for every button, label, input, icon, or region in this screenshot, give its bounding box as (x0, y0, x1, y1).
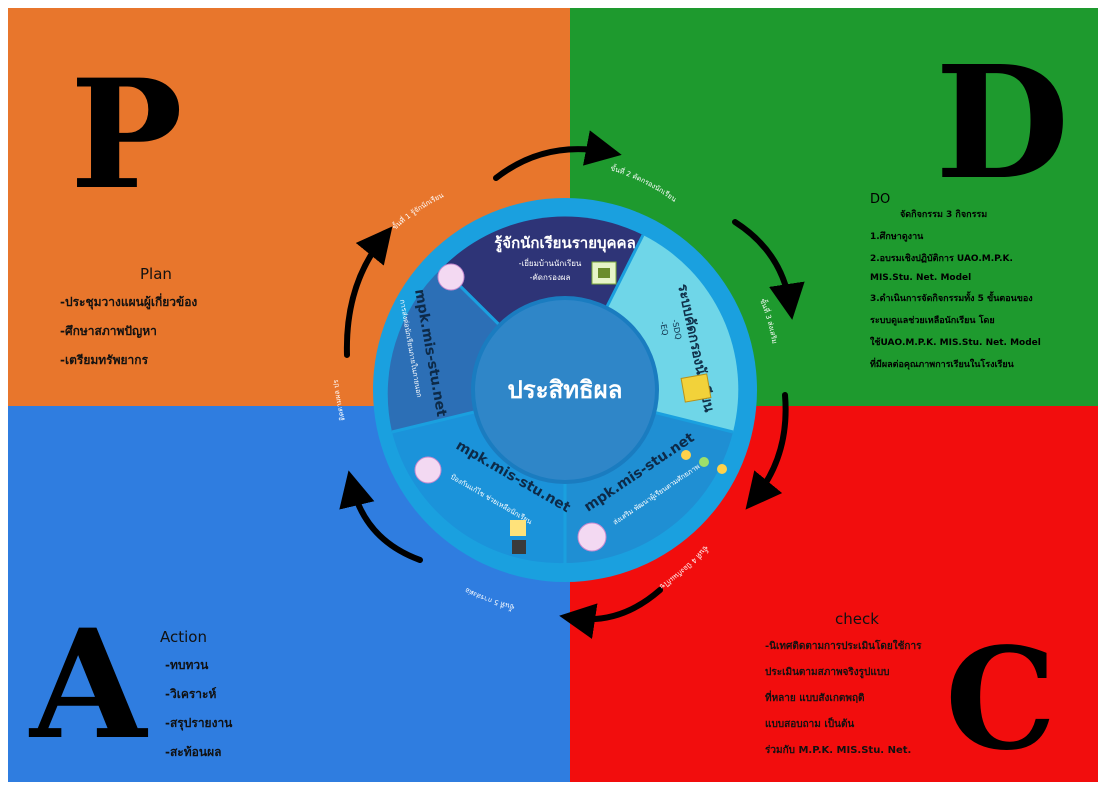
help-icon (414, 456, 442, 484)
do-item: MIS.Stu. Net. Model (870, 273, 972, 283)
plan-item: -เตรียมทรัพยากร (60, 353, 149, 367)
do-item: ที่มีผลต่อคุณภาพการเรียนในโรงเรียน (870, 360, 1014, 370)
action-item: -วิเคราะห์ (165, 687, 217, 701)
students-icon (577, 522, 607, 552)
check-text-block: check -นิเทศติดตามการประเมินโดยใช้การ ปร… (765, 610, 921, 758)
do-item: 3.ดำเนินการจัดกิจกรรมทั้ง 5 ขั้นตอนของ (870, 294, 1033, 304)
qr-inner (598, 268, 610, 278)
do-title: DO (870, 192, 891, 207)
segment-right-sub2: -EQ (658, 321, 670, 337)
letter-a: A (30, 597, 147, 773)
do-item: 1.ศึกษาดูงาน (870, 232, 924, 242)
check-title: check (835, 610, 879, 628)
arrow-action-up (339, 470, 423, 563)
do-item: ใช้UAO.M.P.K. MIS.Stu. Net. Model (870, 338, 1041, 348)
check-item: แบบสอบถาม เป็นต้น (765, 719, 855, 730)
action-item: -สรุปรายงาน (165, 716, 233, 730)
plan-title: Plan (140, 265, 172, 283)
star-icon (681, 450, 691, 460)
cycle-arrows (339, 130, 805, 639)
ring-label-step5: ขั้นที่ 5 การส่งต่อ (464, 586, 516, 614)
action-text-block: Action -ทบทวน -วิเคราะห์ -สรุปรายงาน -สะ… (160, 628, 232, 762)
arrow-action-to-plan (343, 226, 393, 358)
do-item: จัดกิจกรรม 3 กิจกรรม (900, 210, 988, 220)
arrow-do-right (732, 219, 805, 320)
check-item: ร่วมกับ M.P.K. MIS.Stu. Net. (765, 745, 912, 756)
segment-top-sub1: -เยี่ยมบ้านนักเรียน (519, 257, 582, 268)
action-item: -ทบทวน (165, 658, 209, 672)
ring-label-followup: ติดตามผล ประเมินผล (0, 0, 347, 422)
letter-c: C (945, 618, 1057, 782)
star-icon (699, 457, 709, 467)
do-item: 2.อบรมเชิงปฏิบัติการ UAO.M.P.K. (870, 254, 1013, 264)
segment-top-title: รู้จักนักเรียนรายบุคคล (494, 234, 636, 253)
arrow-plan-to-do (493, 130, 622, 181)
center-circle (471, 296, 659, 484)
arrow-do-to-check (745, 392, 789, 510)
arrow-check-to-action (559, 587, 663, 639)
do-text-block: DO จัดกิจกรรม 3 กิจกรรม 1.ศึกษาดูงาน 2.อ… (870, 192, 1041, 371)
action-item: -สะท้อนผล (165, 745, 222, 759)
ring-label-step2: ขั้นที่ 2 คัดกรองนักเรียน (609, 161, 678, 203)
check-item: ประเมินตามสภาพจริงรูปแบบ (765, 667, 890, 678)
plan-item: -ศึกษาสภาพปัญหา (60, 324, 157, 338)
sticker-icon (510, 520, 526, 536)
plan-item: -ประชุมวางแผนผู้เกี่ยวข้อง (60, 295, 198, 309)
plan-text-block: Plan -ประชุมวางแผนผู้เกี่ยวข้อง -ศึกษาสภ… (60, 265, 197, 370)
forward-icon (437, 263, 465, 291)
checklist-icon (680, 373, 712, 403)
ring-label-step3: ขั้นที่ 3 ส่งเสริม (758, 297, 778, 345)
phone-icon (512, 540, 526, 554)
letter-d: D (935, 31, 1070, 214)
ring-label-step1: ขั้นที่ 1 รู้จักนักเรียน (389, 191, 445, 231)
segment-right-sub1: -SDQ (670, 319, 683, 341)
star-icon (717, 464, 727, 474)
letter-p: P (70, 47, 183, 223)
do-item: ระบบดูแลช่วยเหลือนักเรียน โดย (870, 316, 995, 326)
segment-top-sub2: -คัดกรองผล (530, 273, 571, 282)
check-item: -นิเทศติดตามการประเมินโดยใช้การ (765, 641, 922, 652)
check-item: ที่หลาย แบบสังเกตพฤติ (765, 693, 865, 704)
center-label: ประสิทธิผล (508, 376, 623, 404)
action-title: Action (160, 628, 207, 646)
